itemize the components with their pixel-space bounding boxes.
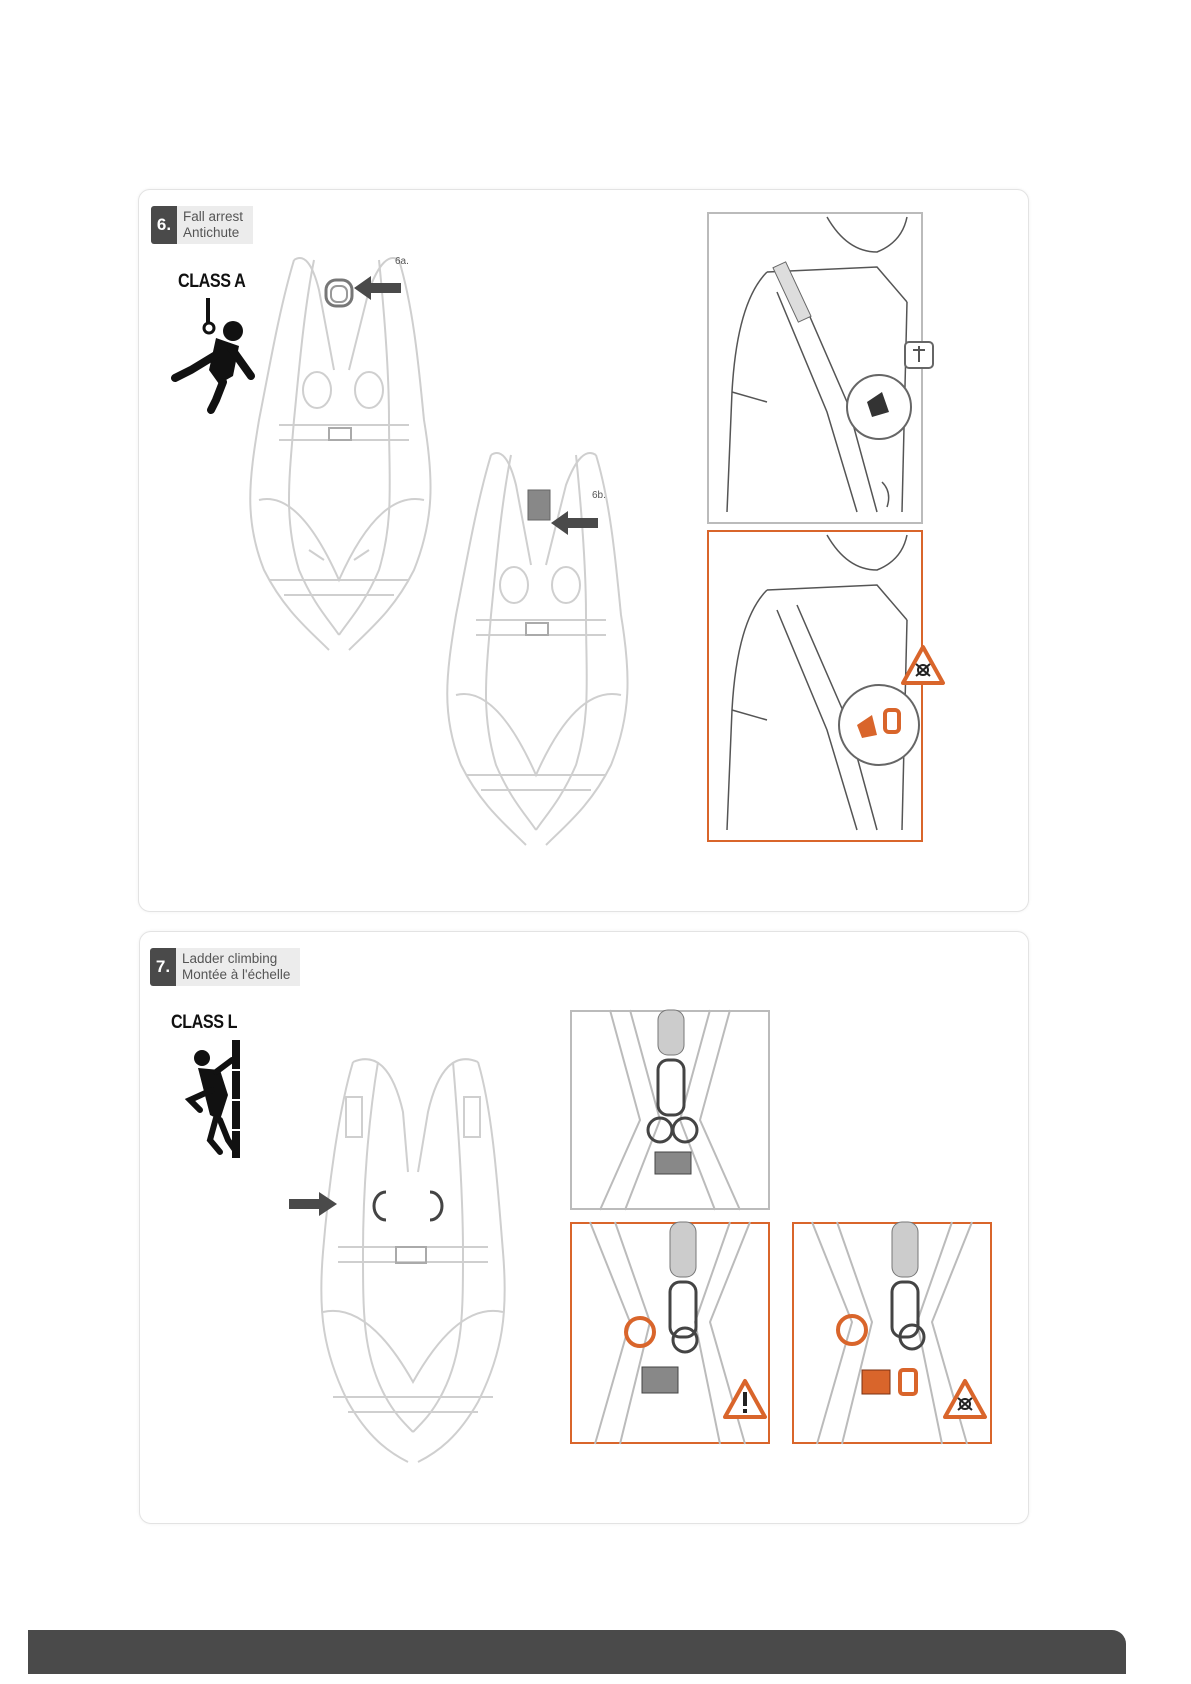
class-a-label: CLASS A [178, 271, 245, 293]
panel-fall-arrest: 6. Fall arrest Antichute CLASS A [138, 189, 1029, 912]
illustration-ladder-correct [570, 1010, 770, 1210]
illustration-incorrect-attachment [707, 530, 923, 842]
step-title: Fall arrest Antichute [177, 206, 253, 244]
panel-ladder-climbing: 7. Ladder climbing Montée à l'échelle CL… [139, 931, 1029, 1524]
harness-diagram-ladder [308, 1052, 518, 1472]
step-title: Ladder climbing Montée à l'échelle [176, 948, 300, 986]
ladder-climber-icon [180, 1040, 250, 1160]
danger-triangle-icon [900, 644, 946, 686]
arrow-right-icon [288, 1191, 338, 1217]
danger-triangle-icon [942, 1378, 988, 1420]
callout-6a: 6a. [395, 256, 409, 267]
step-title-fr: Antichute [183, 225, 243, 241]
illustration-correct-attachment [707, 212, 923, 524]
arrow-right-icon [550, 510, 600, 536]
harness-diagram-6a [239, 250, 439, 670]
callout-6b: 6b. [592, 490, 606, 501]
step-number: 7. [150, 948, 176, 986]
step-title-en: Ladder climbing [182, 951, 290, 967]
warning-triangle-icon [722, 1378, 768, 1420]
step-number: 6. [151, 206, 177, 244]
step-6-label: 6. Fall arrest Antichute [151, 206, 253, 244]
arrow-right-icon [353, 275, 403, 301]
class-l-label: CLASS L [171, 1012, 237, 1034]
footer-bar [28, 1630, 1126, 1674]
step-7-label: 7. Ladder climbing Montée à l'échelle [150, 948, 300, 986]
step-title-en: Fall arrest [183, 209, 243, 225]
step-title-fr: Montée à l'échelle [182, 967, 290, 983]
harness-diagram-6b [436, 445, 636, 865]
